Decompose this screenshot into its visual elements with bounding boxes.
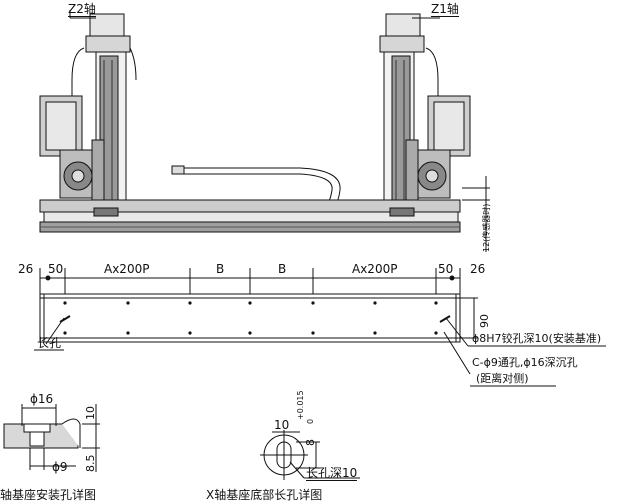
reamed-hole-callout: ϕ8H7铰孔深10(安装基准) [472, 332, 602, 345]
detail-right-tol-zero: 0 [306, 418, 315, 424]
z2-axis-assembly [39, 13, 137, 213]
detail-right-dim-10: 10 [274, 418, 290, 432]
detail-left-dim-8-5: 8.5 [84, 454, 97, 473]
mounting-hole-detail [3, 404, 100, 472]
detail-right-slot-label: 长孔深10 [306, 466, 358, 481]
slot-detail [260, 430, 360, 480]
dim-b-1: B [216, 262, 225, 276]
slot-callout: 长孔 [37, 336, 62, 350]
base-plan-view [39, 293, 461, 343]
dim-height-90: 90 [478, 314, 491, 328]
dim-b-2: B [278, 262, 287, 276]
dimension-chain [39, 268, 461, 296]
dim-left-50: 50 [48, 262, 64, 276]
through-hole-note: (距离对侧) [476, 372, 529, 385]
z2-axis-label: Z2轴 [68, 2, 96, 17]
sensor-dimension [462, 176, 490, 252]
dim-pitch-right: Ax200P [352, 262, 398, 276]
z1-axis-assembly [379, 13, 471, 213]
x-axis-base-beam [39, 199, 461, 233]
base-holes [63, 301, 438, 335]
detail-left-dia-16: ϕ16 [30, 392, 54, 406]
dim-right-26: 26 [470, 262, 486, 276]
dim-left-26: 26 [18, 262, 34, 276]
through-hole-callout: C-ϕ9通孔,ϕ16深沉孔 [472, 356, 578, 369]
detail-right-caption: X轴基座底部长孔详图 [206, 488, 323, 502]
dim-right-50: 50 [438, 262, 454, 276]
detail-right-tol-plus: +0.015 [296, 390, 305, 420]
detail-right-dim-8: 8 [304, 439, 317, 446]
dim-pitch-left: Ax200P [104, 262, 150, 276]
z1-axis-label: Z1轴 [431, 2, 459, 17]
detail-left-dia-9: ϕ9 [52, 460, 68, 474]
detail-left-dim-10: 10 [84, 406, 97, 420]
detail-left-caption: 轴基座安装孔详图 [0, 488, 97, 502]
sensor-dim-label: 12(传感器时) [482, 203, 491, 252]
